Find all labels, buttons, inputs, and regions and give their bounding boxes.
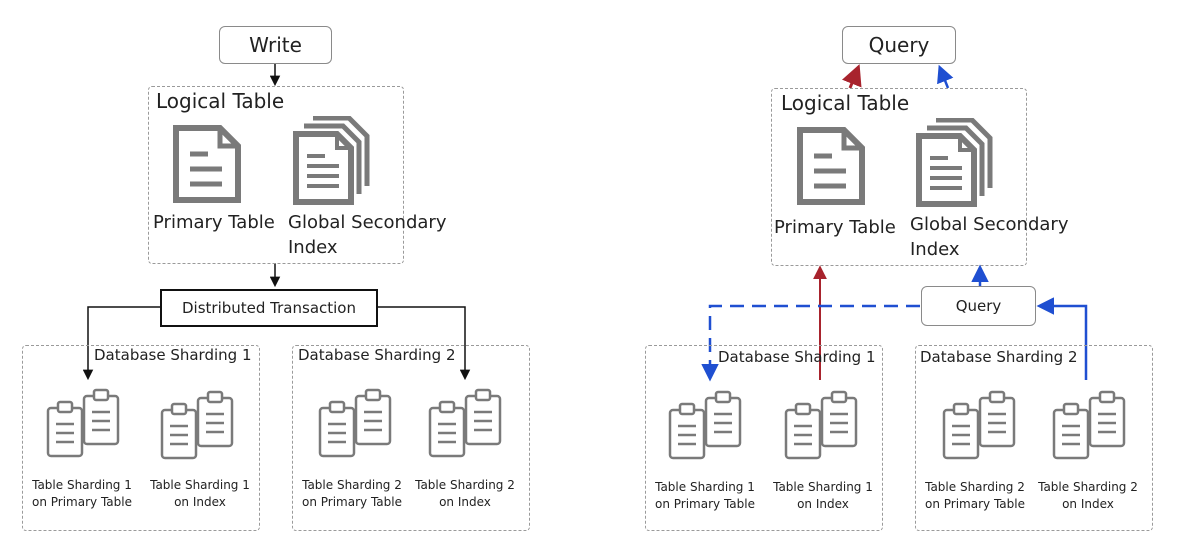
db-sharding-2-right — [915, 345, 1153, 531]
shard-label-line1: Table Sharding 1 — [773, 480, 873, 494]
shard-label-line2: on Primary Table — [32, 494, 132, 509]
arrow-blue-logical-to-query — [937, 64, 954, 89]
clipboard-pair-icon — [784, 390, 870, 474]
primary-table-label-left: Primary Table — [153, 212, 275, 233]
query-top-box: Query — [842, 26, 956, 64]
db-sharding-1-label-left: Database Sharding 1 — [94, 346, 252, 364]
clipboard-pair-icon — [1052, 390, 1138, 474]
db-sharding-1-right — [645, 345, 883, 531]
shard-label-left-1: Table Sharding 1 on Primary Table — [22, 477, 142, 511]
gsi-label-left-1: Global Secondary — [288, 212, 447, 233]
shard-label-line2: on Primary Table — [655, 496, 755, 511]
shard-label-line2: on Index — [1062, 496, 1114, 511]
db-sharding-1-left — [22, 345, 260, 531]
clipboard-pair-icon — [668, 390, 754, 474]
stacked-documents-icon — [916, 118, 993, 207]
shard-label-left-4: Table Sharding 2 on Index — [405, 477, 525, 511]
arrow-blue-dashed-query-to-shard1 — [701, 304, 920, 382]
gsi-label-right-1: Global Secondary — [910, 214, 1069, 235]
clipboard-pair-icon — [46, 388, 132, 472]
clipboard-pair-icon — [160, 390, 246, 474]
arrow-blue-shard2-to-query — [1036, 297, 1088, 380]
shard-label-line2: on Primary Table — [925, 496, 1025, 511]
arrow-transaction-to-shard1 — [82, 306, 160, 381]
arrow-transaction-to-shard2-index — [378, 306, 471, 381]
logical-table-group-left — [148, 86, 404, 264]
shard-label-line2: on Index — [174, 494, 226, 509]
stacked-documents-icon — [293, 116, 370, 205]
db-sharding-2-label-left: Database Sharding 2 — [298, 346, 456, 364]
shard-label-line1: Table Sharding 2 — [302, 478, 402, 492]
logical-table-group-right — [771, 88, 1027, 266]
shard-label-line2: on Index — [797, 496, 849, 511]
shard-label-right-2: Table Sharding 1 on Index — [763, 479, 883, 513]
shard-label-line1: Table Sharding 1 — [32, 478, 132, 492]
shard-label-line1: Table Sharding 2 — [1038, 480, 1138, 494]
logical-table-title-left: Logical Table — [156, 89, 285, 113]
arrow-red-logical-to-query — [842, 64, 862, 89]
shard-label-right-1: Table Sharding 1 on Primary Table — [645, 479, 765, 513]
db-sharding-2-left — [292, 345, 530, 531]
distributed-transaction-box: Distributed Transaction — [160, 289, 378, 327]
clipboard-pair-icon — [942, 390, 1028, 474]
gsi-label-left-2: Index — [288, 237, 338, 258]
document-icon — [173, 125, 241, 203]
shard-label-line1: Table Sharding 1 — [150, 478, 250, 492]
write-label: Write — [249, 33, 302, 57]
gsi-label-right-2: Index — [910, 239, 960, 260]
db-sharding-1-label-right: Database Sharding 1 — [718, 348, 876, 366]
shard-label-line2: on Index — [439, 494, 491, 509]
primary-table-label-right: Primary Table — [774, 217, 896, 238]
logical-table-title-right: Logical Table — [781, 91, 910, 115]
shard-label-line2: on Primary Table — [302, 494, 402, 509]
shard-label-right-3: Table Sharding 2 on Primary Table — [915, 479, 1035, 513]
shard-label-left-2: Table Sharding 1 on Index — [140, 477, 260, 511]
write-box: Write — [219, 26, 332, 64]
shard-label-line1: Table Sharding 2 — [415, 478, 515, 492]
shard-label-left-3: Table Sharding 2 on Primary Table — [292, 477, 412, 511]
query-middle-label: Query — [955, 297, 1002, 315]
shard-label-line1: Table Sharding 2 — [925, 480, 1025, 494]
clipboard-pair-icon — [318, 388, 404, 472]
db-sharding-2-label-right: Database Sharding 2 — [920, 348, 1078, 366]
distributed-transaction-label: Distributed Transaction — [182, 299, 356, 317]
query-middle-box: Query — [921, 286, 1036, 326]
shard-label-line1: Table Sharding 1 — [655, 480, 755, 494]
shard-label-right-4: Table Sharding 2 on Index — [1028, 479, 1148, 513]
query-top-label: Query — [868, 33, 930, 57]
clipboard-pair-icon — [428, 388, 514, 472]
document-icon — [797, 127, 865, 205]
